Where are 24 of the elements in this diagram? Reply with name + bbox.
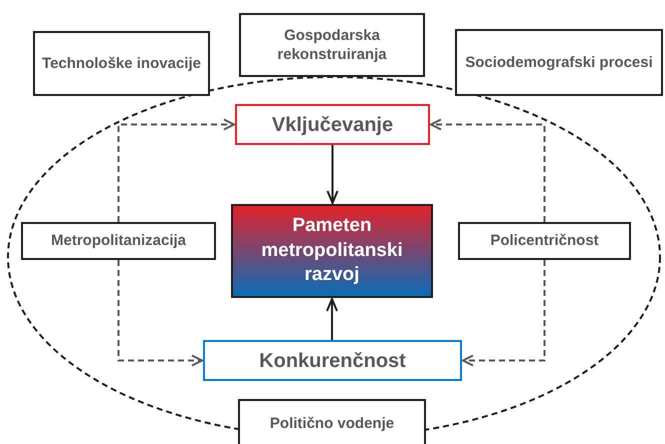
label-box	[458, 222, 631, 260]
label-box	[238, 399, 426, 444]
node-label: Pameten metropolitanski razvoj	[260, 214, 404, 288]
node-label: Gospodarska rekonstruiranja	[276, 26, 388, 64]
node-label: Sociodemografski procesi	[465, 52, 653, 72]
node-label: Konkurenčnost	[259, 348, 406, 374]
label-box	[203, 340, 462, 381]
arrow	[430, 118, 546, 222]
label-box	[21, 222, 216, 260]
node-label: Policentričnost	[490, 231, 599, 251]
label-box	[33, 31, 210, 96]
arrow	[118, 118, 235, 222]
node-label: Metropolitanizacija	[50, 231, 186, 251]
label-box	[235, 104, 430, 145]
arrow	[462, 260, 546, 366]
central-box	[231, 204, 433, 298]
node-label: Politično vodenje	[270, 414, 394, 434]
arrow	[326, 298, 338, 340]
node-label: Technološke inovacije	[42, 54, 201, 74]
label-box	[239, 13, 425, 77]
arrow	[118, 260, 203, 366]
label-box	[455, 29, 663, 96]
node-label: Vključevanje	[272, 112, 394, 138]
arrow	[326, 145, 338, 204]
